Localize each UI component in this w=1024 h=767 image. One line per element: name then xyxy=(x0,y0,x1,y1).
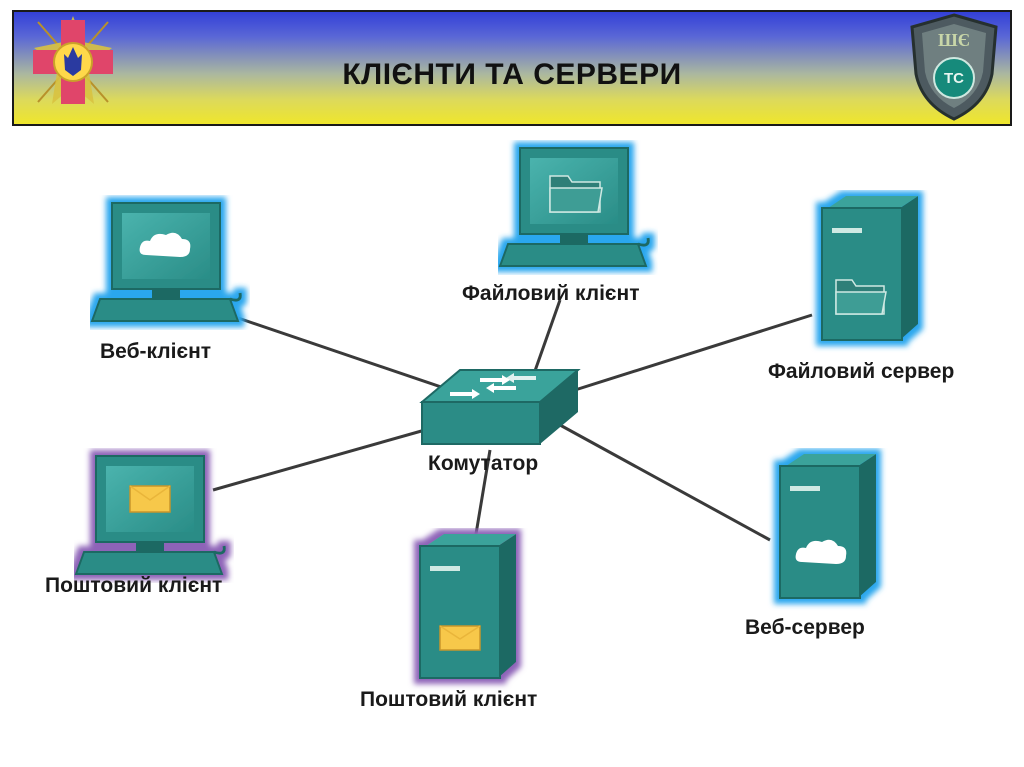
link-web-client xyxy=(237,316,451,392)
tc-shield-emblem-icon: ШЄ TC xyxy=(910,13,998,121)
link-mail-client-2 xyxy=(473,449,492,541)
link-web-server xyxy=(559,423,771,542)
link-file-server xyxy=(574,313,813,392)
server-mail-icon[interactable] xyxy=(398,528,538,693)
computer-folder-icon[interactable] xyxy=(498,140,658,275)
computer-cloud-icon[interactable] xyxy=(90,195,250,330)
header-banner: КЛІЄНТИ ТА СЕРВЕРИ xyxy=(12,10,1012,126)
server-folder-icon[interactable] xyxy=(800,190,940,355)
switch-icon[interactable] xyxy=(412,362,586,452)
switch-label: Комутатор xyxy=(428,452,539,475)
page-title: КЛІЄНТИ ТА СЕРВЕРИ xyxy=(342,58,682,91)
server-cloud-icon[interactable] xyxy=(758,448,898,613)
web-server-label: Веб-сервер xyxy=(745,616,865,639)
computer-mail-icon[interactable] xyxy=(74,448,234,583)
svg-text:ШЄ: ШЄ xyxy=(938,30,970,50)
armed-forces-emblem-icon xyxy=(33,16,113,104)
mail-client-2-label: Поштовий клієнт xyxy=(360,688,538,711)
svg-text:TC: TC xyxy=(944,70,964,87)
file-client-label: Файловий клієнт xyxy=(462,282,640,305)
link-mail-client-1 xyxy=(212,428,426,492)
web-client-label: Веб-клієнт xyxy=(100,340,212,363)
file-server-label: Файловий сервер xyxy=(768,360,955,383)
mail-client-1-label: Поштовий клієнт xyxy=(45,574,223,597)
